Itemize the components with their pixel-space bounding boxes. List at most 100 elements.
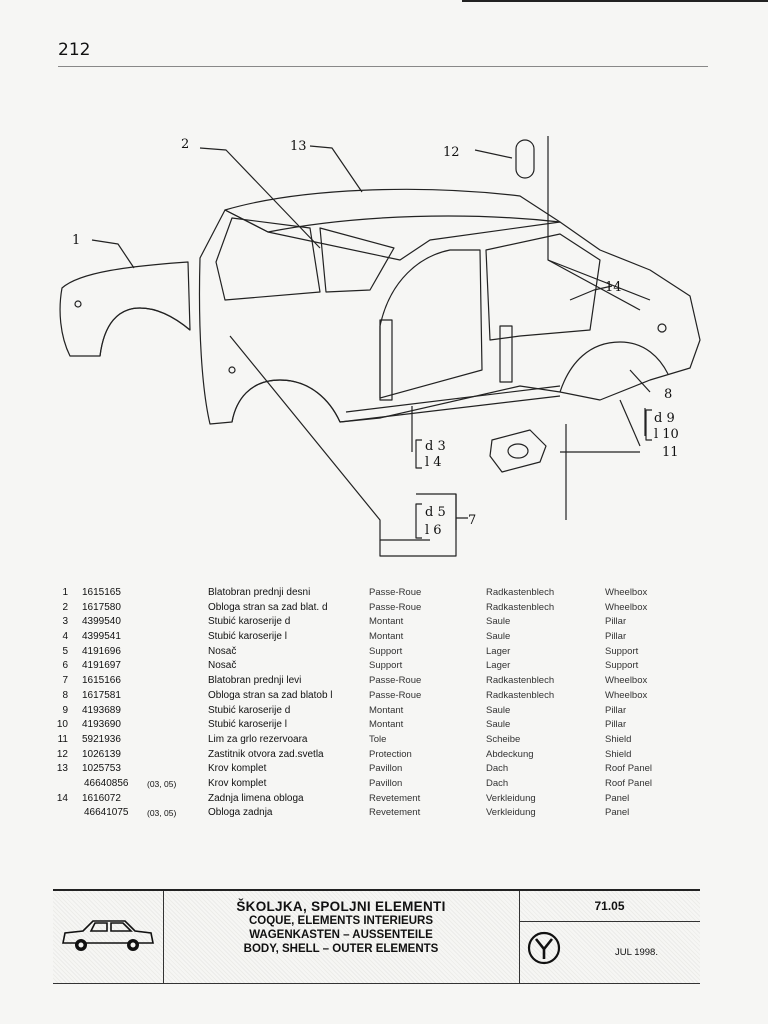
part-name-de: Lager	[486, 660, 511, 672]
part-name-fr: Montant	[369, 631, 404, 643]
part-name-fr: Montant	[369, 719, 404, 731]
part-name: Obloga stran sa zad blatob l	[208, 689, 333, 701]
part-name-de: Radkastenblech	[486, 689, 555, 701]
part-name-de: Dach	[486, 763, 509, 775]
part-name-de: Radkastenblech	[486, 587, 555, 598]
bracket-label-3: d 3	[425, 439, 446, 454]
part-number: 5	[62, 645, 68, 657]
part-number: 1	[62, 587, 68, 598]
part-row: 46641075 (03, 05) Obloga zadnja Revetement V…	[0, 806, 768, 821]
part-name-en: Panel	[605, 792, 630, 804]
part-name-de: Saule	[486, 616, 511, 628]
part-name-fr: Montant	[369, 704, 404, 716]
part-variant: (03, 05)	[147, 808, 177, 819]
part-name: Lim za grlo rezervoara	[208, 733, 308, 745]
part-number: 10	[56, 719, 68, 731]
part-name-de: Saule	[486, 631, 511, 643]
part-name: Blatobran prednji desni	[208, 587, 311, 598]
body-shell-exploded-diagram: 2 13 12 1 14 8 d 3 l 4 d 5 l 6 7 d 9 l 1…	[59, 136, 701, 557]
part-code: 4191696	[82, 645, 121, 657]
part-name: Krov komplet	[208, 777, 267, 789]
callout-14: 14	[605, 280, 622, 295]
part-name-en: Shield	[605, 748, 632, 760]
bracket-label-4: l 4	[425, 455, 442, 470]
bracket-label-5: d 5	[425, 505, 446, 520]
part-name: Stubić karoserije d	[208, 616, 291, 628]
issue-date: JUL 1998.	[615, 947, 658, 958]
part-number: 9	[62, 704, 68, 716]
part-name-en: Panel	[605, 807, 630, 819]
part-name-fr: Passe-Roue	[369, 601, 422, 613]
part-name-fr: Passe-Roue	[369, 689, 422, 701]
part-name: Krov komplet	[208, 763, 267, 775]
part-name-de: Radkastenblech	[486, 675, 555, 687]
part-code: 1026139	[82, 748, 121, 760]
part-name: Blatobran prednji levi	[208, 675, 302, 687]
page-number: 212	[58, 40, 91, 60]
part-name-en: Wheelbox	[605, 601, 648, 613]
callout-7: 7	[468, 513, 476, 528]
part-number: 11	[57, 733, 68, 745]
part-code: 1617580	[82, 601, 121, 613]
part-code: 4399540	[82, 616, 121, 628]
part-number: 7	[62, 675, 68, 687]
part-name-en: Support	[605, 660, 639, 672]
part-name-en: Support	[605, 645, 639, 657]
part-name-fr: Support	[369, 645, 403, 657]
part-name-fr: Pavillon	[369, 763, 403, 775]
part-code: 46641075	[84, 807, 129, 819]
part-name-en: Wheelbox	[605, 587, 648, 598]
part-number: 3	[62, 616, 68, 628]
title-block-divider	[163, 891, 164, 983]
part-name: Obloga zadnja	[208, 807, 273, 819]
bracket-label-9: d 9	[654, 411, 675, 426]
part-name-de: Verkleidung	[486, 792, 536, 804]
part-name-fr: Revetement	[369, 807, 421, 819]
part-code: 46640856	[84, 777, 129, 789]
part-number: 12	[56, 748, 68, 760]
section-title-main: ŠKOLJKA, SPOLJNI ELEMENTI	[236, 899, 446, 914]
part-name-de: Scheibe	[486, 733, 521, 745]
part-name-fr: Pavillon	[369, 777, 403, 789]
part-number: 6	[62, 660, 68, 672]
part-name-fr: Passe-Roue	[369, 587, 422, 598]
section-code: 71.05	[594, 899, 625, 913]
bracket-label-10: l 10	[654, 427, 679, 442]
part-name-en: Shield	[605, 733, 632, 745]
part-code: 4399541	[82, 631, 121, 643]
part-name-de: Verkleidung	[486, 807, 536, 819]
part-code: 1615166	[82, 675, 121, 687]
part-row: 4 4399541 Stubić karoserije l Montant Saule P…	[0, 630, 768, 645]
section-title-fr: COQUE, ELEMENTS INTERIEURS	[248, 915, 434, 927]
part-code: 4191697	[82, 660, 121, 672]
part-name-fr: Tole	[369, 733, 387, 745]
part-code: 4193690	[82, 719, 121, 731]
part-code: 1617581	[82, 689, 121, 701]
part-name: Stubić karoserije d	[208, 704, 291, 716]
part-name-de: Saule	[486, 704, 511, 716]
callout-13: 13	[290, 139, 307, 154]
part-name-en: Roof Panel	[605, 777, 653, 789]
part-name-en: Pillar	[605, 631, 627, 643]
car-silhouette-icon	[62, 920, 154, 951]
zastava-logo-icon	[527, 931, 561, 965]
part-number: 2	[62, 601, 68, 613]
callout-2: 2	[181, 137, 189, 152]
front-fender-drawing	[59, 261, 191, 357]
part-number: 13	[56, 763, 68, 775]
part-number: 4	[62, 631, 68, 643]
part-number: 8	[62, 689, 68, 701]
part-name-de: Saule	[486, 719, 511, 731]
part-code: 5921936	[82, 733, 121, 745]
callout-12: 12	[443, 145, 460, 160]
part-name: Stubić karoserije l	[208, 631, 287, 643]
part-name: Nosač	[208, 660, 237, 672]
part-name: Zastitnik otvora zad.svetla	[208, 748, 324, 760]
